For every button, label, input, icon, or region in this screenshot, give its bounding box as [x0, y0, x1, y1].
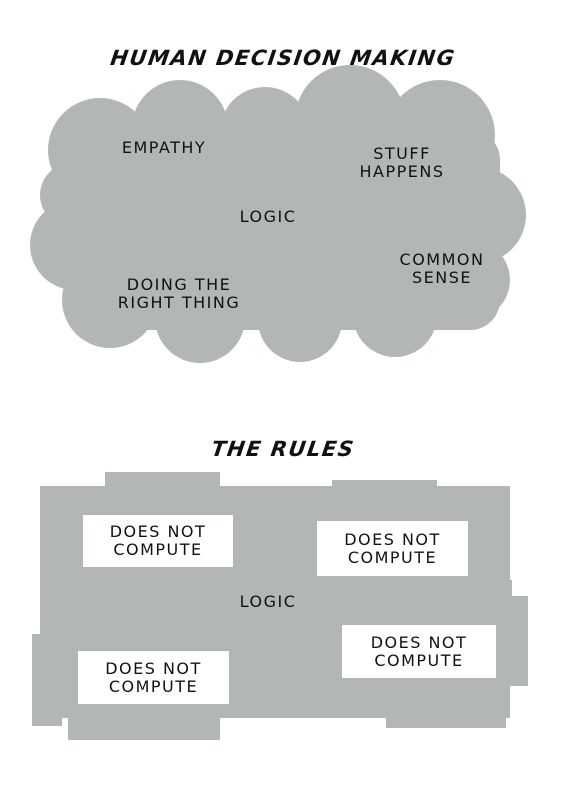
doing-the-right-thing-label: DOING THE RIGHT THING — [118, 276, 241, 312]
logic-label-rules: LOGIC — [239, 592, 297, 611]
box-3-line1: DOES NOT — [370, 632, 468, 652]
box-1-line2: COMPUTE — [113, 540, 203, 559]
box-3-line2: COMPUTE — [374, 650, 464, 670]
box-2-line2: COMPUTE — [347, 547, 438, 567]
box-4-line1: DOES NOT — [105, 658, 202, 678]
does-not-compute-box-4: DOES NOT COMPUTE — [78, 651, 229, 704]
common-sense-line2: SENSE — [412, 268, 472, 287]
stuff-happens-label: STUFF HAPPENS — [359, 145, 444, 181]
doing-line2: RIGHT THING — [117, 293, 241, 312]
stuff-happens-line1: STUFF — [373, 144, 431, 163]
does-not-compute-box-3: DOES NOT COMPUTE — [342, 625, 496, 678]
doing-line1: DOING THE — [126, 275, 232, 294]
the-rules-title: THE RULES — [209, 437, 357, 461]
common-sense-label: COMMON SENSE — [400, 251, 485, 287]
logic-label-cloud: LOGIC — [239, 207, 297, 226]
box-1-line1: DOES NOT — [109, 522, 207, 541]
does-not-compute-box-2: DOES NOT COMPUTE — [317, 521, 468, 576]
common-sense-line1: COMMON — [399, 250, 485, 269]
does-not-compute-box-1: DOES NOT COMPUTE — [83, 515, 233, 567]
stuff-happens-line2: HAPPENS — [359, 162, 445, 181]
box-4-line2: COMPUTE — [108, 676, 199, 696]
empathy-label: EMPATHY — [121, 138, 207, 157]
box-2-line1: DOES NOT — [344, 529, 441, 549]
